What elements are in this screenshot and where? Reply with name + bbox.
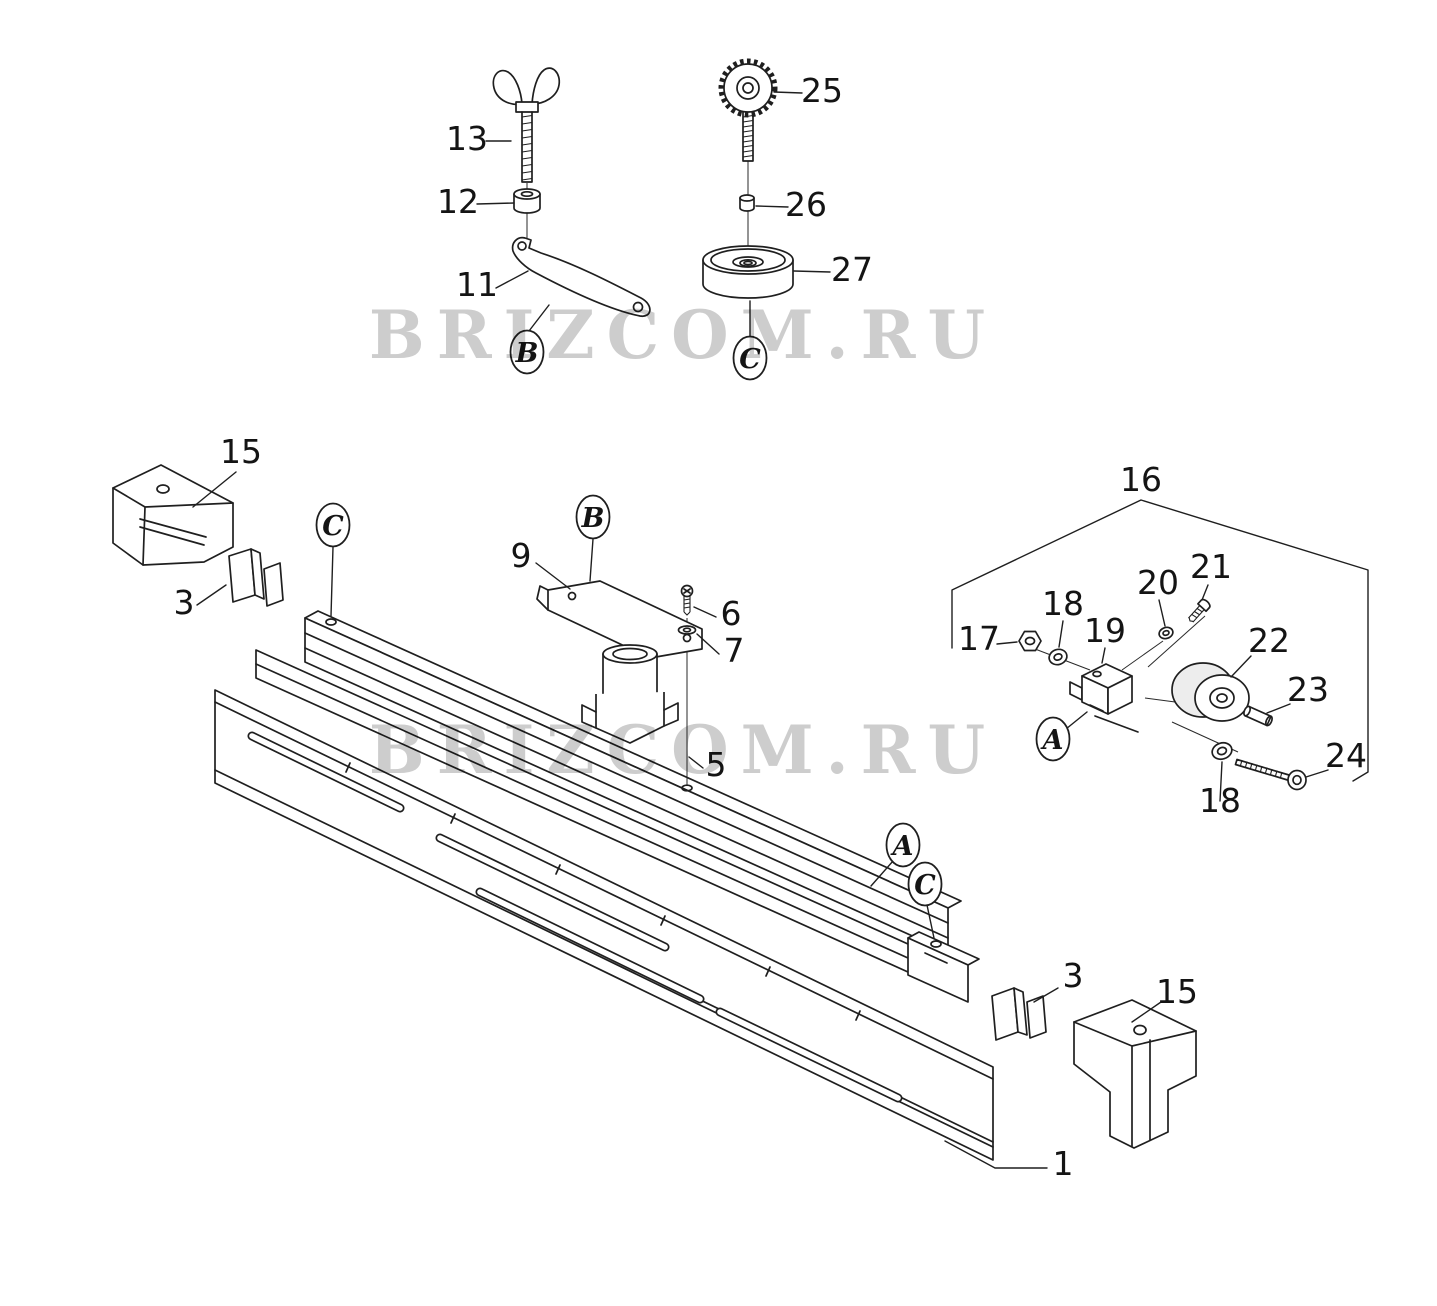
- part-label-23: 23: [1287, 670, 1329, 709]
- part-label-24: 24: [1325, 736, 1367, 775]
- part-11-bracket-arm-illustration: [511, 236, 651, 317]
- part-18-lower-washer-illustration: [1211, 741, 1233, 761]
- part-3-left-clip-illustration: [228, 548, 284, 607]
- part-label-20: 20: [1137, 563, 1179, 602]
- callout-c-rail-letter: C: [914, 870, 936, 901]
- callout-a-right-letter: A: [1040, 725, 1064, 756]
- part-label-7: 7: [724, 631, 745, 670]
- part-26-bushing-illustration: [739, 194, 755, 212]
- part-22-roller-illustration: [1171, 662, 1250, 722]
- part-18-upper-washer-illustration: [1048, 648, 1068, 666]
- part-label-13: 13: [446, 119, 488, 158]
- part-9-bracket-illustration: [536, 580, 703, 659]
- part-label-17: 17: [958, 619, 1000, 658]
- part-label-6: 6: [721, 594, 742, 633]
- part-15-right-bracket-illustration: [1073, 999, 1197, 1149]
- base-plate-illustration: [214, 689, 994, 1161]
- part-label-21: 21: [1190, 547, 1232, 586]
- part-label-1: 1: [1053, 1144, 1074, 1183]
- part-25-knob-illustration: [718, 58, 778, 162]
- part-19-bracket-illustration: [1069, 663, 1139, 733]
- callout-b-mid: B: [575, 494, 611, 540]
- part-label-16: 16: [1120, 460, 1162, 499]
- part-label-9: 9: [511, 536, 532, 575]
- callout-c-top: C: [732, 335, 768, 381]
- part-label-22: 22: [1248, 621, 1290, 660]
- part-1-leader-line: [944, 1140, 1048, 1169]
- rail-end-block-illustration: [907, 931, 980, 1003]
- callout-c-left: C: [315, 502, 351, 548]
- part-number-labels: 13 12 11 25 26 27 15 3 9 6 7 5 16 17 18 …: [174, 71, 1368, 1183]
- part-24-bolt-illustration: [1234, 758, 1307, 791]
- part-label-18-upper: 18: [1042, 584, 1084, 623]
- callout-c-left-letter: C: [322, 511, 344, 542]
- part-label-15-right: 15: [1156, 972, 1198, 1011]
- part-label-19: 19: [1084, 611, 1126, 650]
- part-label-5: 5: [706, 745, 727, 784]
- assembly-16-bracket-lines: [951, 499, 1369, 782]
- callout-c-top-letter: C: [739, 344, 761, 375]
- part-label-12: 12: [437, 182, 479, 221]
- callout-b-mid-letter: B: [581, 503, 605, 534]
- part-13-wing-bolt-illustration: [492, 67, 561, 183]
- part-5-holder-illustration: [581, 644, 679, 744]
- part-label-3-left: 3: [174, 583, 195, 622]
- part-7-washer-illustration: [677, 625, 697, 635]
- part-label-27: 27: [831, 250, 873, 289]
- watermark-middle: BRIZCOM.RU: [369, 711, 997, 789]
- part-15-left-bracket-illustration: [112, 464, 234, 566]
- part-20-washer-illustration: [1158, 626, 1174, 640]
- part-12-spacer-illustration: [513, 188, 541, 214]
- part-label-15-left: 15: [220, 432, 262, 471]
- callout-b-top-letter: B: [515, 338, 539, 369]
- part-label-3-right: 3: [1063, 956, 1084, 995]
- rail-hole-center: [681, 784, 693, 792]
- rail-upper-illustration: [304, 610, 962, 953]
- part-3-right-clip-illustration: [991, 987, 1047, 1041]
- watermark-top: BRIZCOM.RU: [369, 296, 997, 374]
- label-leader-lines: [192, 91, 1329, 1023]
- callout-a-rail-letter: A: [890, 831, 914, 862]
- part-23-pin-illustration: [1243, 705, 1273, 727]
- part-27-roller-illustration: [702, 245, 794, 299]
- callout-a-rail: A: [885, 822, 921, 868]
- part-label-11: 11: [456, 265, 498, 304]
- part-17-nut-illustration: [1018, 630, 1042, 652]
- part-label-18-lower: 18: [1199, 781, 1241, 820]
- center-axis-lines: [526, 161, 749, 785]
- callout-c-rail: C: [907, 861, 943, 907]
- part-label-26: 26: [785, 185, 827, 224]
- callout-a-right: A: [1035, 716, 1071, 762]
- part-21-screw-illustration: [1188, 598, 1211, 623]
- part-label-25: 25: [801, 71, 843, 110]
- part-6-screw-illustration: [680, 584, 694, 616]
- callout-b-top: B: [509, 329, 545, 375]
- callout-leader-lines: [330, 300, 1088, 939]
